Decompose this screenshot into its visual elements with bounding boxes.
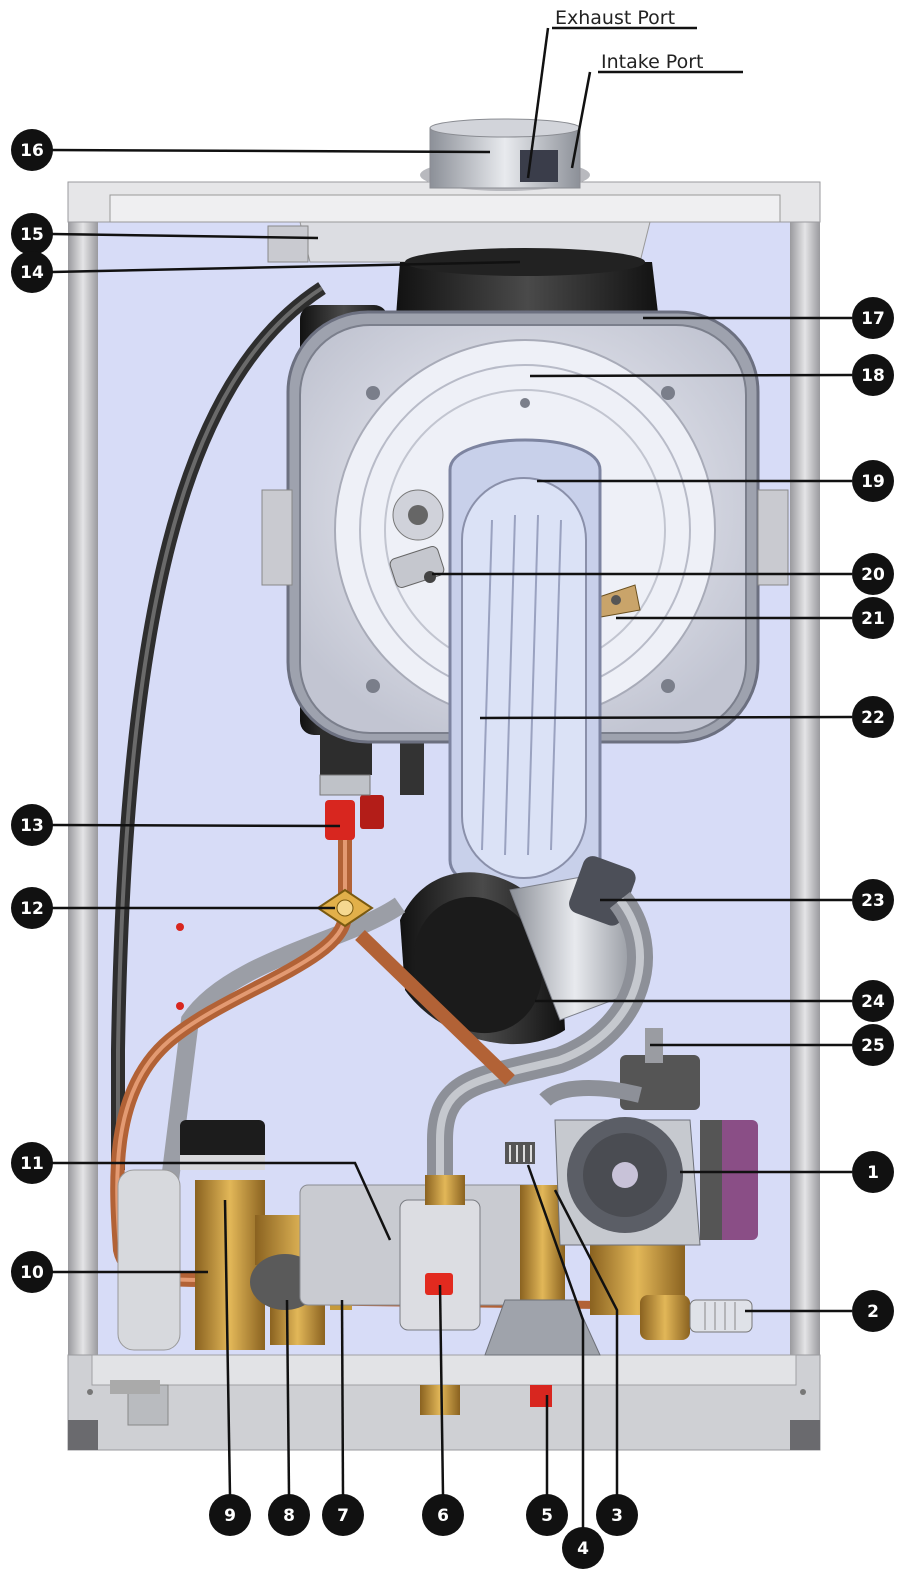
callout-12-label: 12 xyxy=(20,899,44,919)
callout-24-label: 24 xyxy=(861,992,885,1012)
callout-18: 18 xyxy=(852,354,894,396)
corner-bracket xyxy=(68,1420,98,1450)
callout-3: 3 xyxy=(596,1494,638,1536)
pump-outlet-cone xyxy=(484,1299,601,1356)
callout-7: 7 xyxy=(322,1494,364,1536)
callout-13-label: 13 xyxy=(20,816,44,836)
hydraulic-block xyxy=(195,1180,265,1350)
leader-8 xyxy=(285,1299,291,1496)
callout-20: 20 xyxy=(852,553,894,595)
callout-23: 23 xyxy=(852,879,894,921)
leader-lines xyxy=(49,26,853,1530)
callout-19: 19 xyxy=(852,460,894,502)
callout-badges: 16 15 14 13 12 11 10 17 18 19 20 21 22 2… xyxy=(11,129,894,1569)
intake-leader xyxy=(570,71,592,169)
callout-9-label: 9 xyxy=(224,1506,236,1526)
condensate-trap xyxy=(117,1169,181,1351)
callout-21-label: 21 xyxy=(861,609,885,629)
callout-4-label: 4 xyxy=(577,1539,589,1559)
cabinet-base-plate xyxy=(91,1354,797,1386)
callout-25-label: 25 xyxy=(861,1036,885,1056)
leader-9 xyxy=(223,1199,232,1496)
callout-2: 2 xyxy=(852,1290,894,1332)
corner-bracket xyxy=(790,1420,820,1450)
callout-2-label: 2 xyxy=(867,1302,879,1322)
callout-9: 9 xyxy=(209,1494,251,1536)
callout-1: 1 xyxy=(852,1151,894,1193)
cabinet-left-rail xyxy=(68,182,98,1450)
callout-22: 22 xyxy=(852,696,894,738)
callout-3-label: 3 xyxy=(611,1506,623,1526)
exhaust-leader xyxy=(526,27,550,179)
copper-diagonal-pipe xyxy=(355,929,515,1086)
leader-6 xyxy=(438,1284,445,1496)
exhaust-port-label: Exhaust Port xyxy=(555,7,675,29)
sensor-bracket xyxy=(267,225,309,263)
callout-24: 24 xyxy=(852,980,894,1022)
domestic-water-pump-motor xyxy=(180,1120,265,1165)
callout-18-label: 18 xyxy=(861,366,885,386)
callout-19-label: 19 xyxy=(861,472,885,492)
callout-16: 16 xyxy=(11,129,53,171)
callout-25: 25 xyxy=(852,1024,894,1066)
callout-20-label: 20 xyxy=(861,565,885,585)
leader-16 xyxy=(49,148,491,154)
cabinet-right-rail xyxy=(790,182,820,1450)
callout-5-label: 5 xyxy=(541,1506,553,1526)
callout-10-label: 10 xyxy=(20,1263,44,1283)
side-bracket xyxy=(757,489,789,586)
leader-18 xyxy=(529,373,853,378)
flow-sensor-connector xyxy=(509,1145,532,1162)
callout-15: 15 xyxy=(11,213,53,255)
hood-plate xyxy=(109,194,781,223)
drain-valve xyxy=(530,1385,552,1407)
port-opening xyxy=(520,150,558,182)
callout-6-label: 6 xyxy=(437,1506,449,1526)
callout-1-label: 1 xyxy=(867,1163,879,1183)
callout-17: 17 xyxy=(852,297,894,339)
callout-23-label: 23 xyxy=(861,891,885,911)
flue-collar-top xyxy=(429,118,581,138)
safety-valve xyxy=(325,800,355,840)
callout-11-label: 11 xyxy=(20,1154,44,1174)
callout-21: 21 xyxy=(852,597,894,639)
leader-11 xyxy=(52,1161,392,1241)
callout-13: 13 xyxy=(11,804,53,846)
callout-22-label: 22 xyxy=(861,708,885,728)
leader-7 xyxy=(340,1299,345,1496)
callout-5: 5 xyxy=(526,1494,568,1536)
chamber-bolts xyxy=(366,386,675,693)
side-bracket xyxy=(261,489,293,586)
callout-15-label: 15 xyxy=(20,225,44,245)
callout-12: 12 xyxy=(11,887,53,929)
leader-15 xyxy=(51,232,319,240)
left-grey-hose xyxy=(161,897,406,1182)
heat-exchanger xyxy=(461,477,587,879)
leader-3 xyxy=(553,1189,619,1495)
pressure-switch xyxy=(620,1055,700,1110)
intake-port-label: Intake Port xyxy=(601,51,703,73)
bypass-pipe xyxy=(539,1080,642,1107)
callout-4: 4 xyxy=(562,1527,604,1569)
callout-17-label: 17 xyxy=(861,309,885,329)
callout-7-label: 7 xyxy=(337,1506,349,1526)
filling-tap xyxy=(640,1295,690,1340)
callout-14: 14 xyxy=(11,251,53,293)
callout-16-label: 16 xyxy=(20,141,44,161)
leader-14 xyxy=(51,260,521,274)
callout-8: 8 xyxy=(268,1494,310,1536)
flow-sensor xyxy=(505,1142,535,1164)
callout-14-label: 14 xyxy=(20,263,44,283)
callout-10: 10 xyxy=(11,1251,53,1293)
leader-13 xyxy=(51,823,341,828)
callout-11: 11 xyxy=(11,1142,53,1184)
leader-22 xyxy=(479,715,853,720)
leader-4 xyxy=(526,1164,585,1530)
callout-8-label: 8 xyxy=(283,1506,295,1526)
callout-6: 6 xyxy=(422,1494,464,1536)
